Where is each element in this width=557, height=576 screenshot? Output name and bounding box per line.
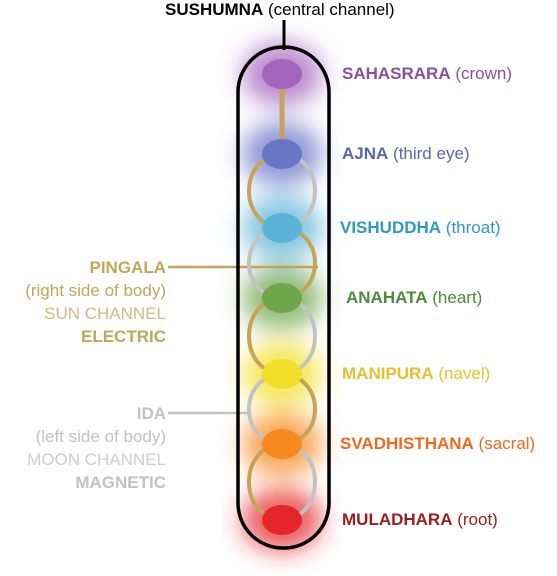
sushumna-label: SUSHUMNA (central channel) [165,0,395,20]
chakra-circles [262,59,302,535]
chakra-label-ajna: AJNA (third eye) [342,144,470,164]
chakra-name: MULADHARA [342,510,453,529]
chakra-label-muladhara: MULADHARA (root) [342,510,498,530]
chakra-label-vishuddha: VISHUDDHA (throat) [340,218,501,238]
chakra-desc: (third eye) [393,144,470,163]
chakra-circle-anahata [262,283,302,313]
ida-channel: MOON CHANNEL [27,450,166,469]
ida-quality: MAGNETIC [75,473,166,492]
pingala-side: (right side of body) [25,281,166,300]
ida-label: IDA (left side of body) MOON CHANNEL MAG… [27,402,166,494]
chakra-desc: (root) [457,510,498,529]
pingala-channel: SUN CHANNEL [44,304,166,323]
pingala-name: PINGALA [89,258,167,277]
chakra-circle-muladhara [262,505,302,535]
chakra-label-anahata: ANAHATA (heart) [346,288,482,308]
chakra-desc: (heart) [432,288,483,307]
chakra-circle-ajna [262,139,302,169]
chakra-desc: (sacral) [478,434,536,453]
chakra-circle-vishuddha [262,213,302,243]
chakra-label-manipura: MANIPURA (navel) [342,364,490,384]
chakra-desc: (navel) [438,364,491,383]
chakra-name: AJNA [342,144,389,163]
sushumna-desc: (central channel) [267,0,395,19]
chakra-name: MANIPURA [342,364,434,383]
chakra-name: VISHUDDHA [340,218,442,237]
chakra-label-svadhisthana: SVADHISTHANA (sacral) [340,434,535,454]
chakra-label-sahasrara: SAHASRARA (crown) [342,64,512,84]
chakra-circle-sahasrara [262,59,302,89]
pingala-quality: ELECTRIC [81,327,166,346]
pingala-label: PINGALA (right side of body) SUN CHANNEL… [25,256,166,348]
ida-name: IDA [136,404,166,423]
sushumna-tube [236,45,331,550]
chakra-desc: (crown) [455,64,513,83]
chakra-name: SAHASRARA [342,64,451,83]
chakra-circle-manipura [262,359,302,389]
chakra-name: ANAHATA [346,288,428,307]
chakra-name: SVADHISTHANA [340,434,474,453]
chakra-circle-svadhisthana [262,429,302,459]
chakra-desc: (throat) [445,218,501,237]
ida-side: (left side of body) [35,427,166,446]
sushumna-name: SUSHUMNA [165,0,264,19]
